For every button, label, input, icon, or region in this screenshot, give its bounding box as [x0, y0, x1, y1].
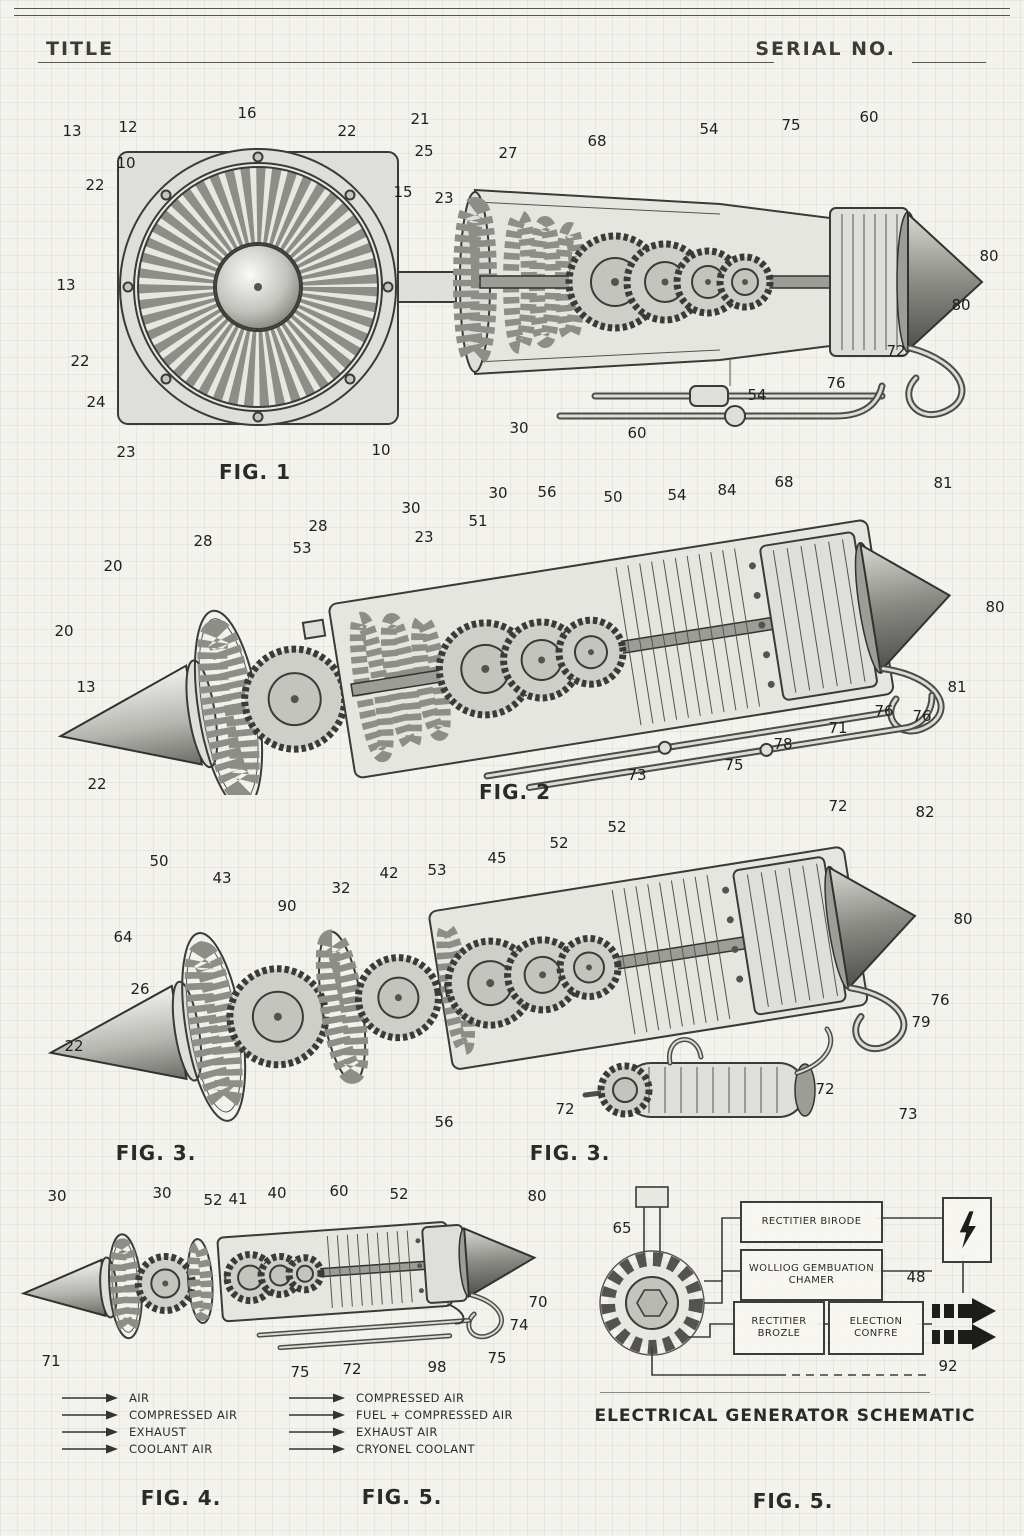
- generator-symbol: [599, 1186, 705, 1356]
- output-arrows: [932, 1298, 996, 1350]
- hex-nut: [636, 1289, 668, 1317]
- legend-arrow-icon: [62, 1393, 118, 1402]
- schematic-divider: [600, 1392, 930, 1393]
- pipe-loop: [466, 1292, 504, 1340]
- legend-label: COOLANT AIR: [129, 1441, 213, 1456]
- top-rule-2: [14, 15, 1010, 16]
- legend-arrow-icon: [289, 1444, 345, 1453]
- stator-disc: [315, 929, 369, 1084]
- legend-fig4: AIR COMPRESSED AIR EXHAUST COOLANT AIR: [60, 1390, 238, 1456]
- turbine-gears: [444, 934, 622, 1029]
- schematic-box-combustion-chamber: WOLLIOG GEMBUATION CHAMER: [740, 1249, 883, 1301]
- auxiliary-generator-unit: [582, 1026, 834, 1118]
- schematic-wires: [651, 1217, 964, 1376]
- schematic-title: ELECTRICAL GENERATOR SCHEMATIC: [594, 1406, 976, 1426]
- fuel-lines: [556, 360, 886, 427]
- caption-fig3-left: FIG. 3.: [115, 1141, 197, 1165]
- top-bracket: [301, 618, 327, 640]
- legend-item: CRYONEL COOLANT: [287, 1441, 513, 1456]
- legend-item: EXHAUST: [60, 1424, 237, 1439]
- sheet-title: TITLE: [46, 38, 115, 60]
- fig1-drawing: [30, 90, 990, 470]
- fig3-drawing: [25, 795, 995, 1145]
- legend-item: COMPRESSED AIR: [60, 1407, 238, 1422]
- fig2-drawing: [30, 475, 990, 810]
- engine-exploded-side-view: [47, 846, 917, 1122]
- serial-blank-line: [912, 62, 986, 63]
- schematic-wiring-svg: [599, 1186, 996, 1376]
- legend-fig5: COMPRESSED AIR FUEL + COMPRESSED AIR EXH…: [287, 1390, 513, 1456]
- caption-fig5-center: FIG. 5.: [361, 1485, 443, 1509]
- power-symbol-box: [942, 1197, 992, 1263]
- fan-front-view: [117, 148, 399, 426]
- connector-symbol: [635, 1186, 669, 1208]
- legend-arrow-icon: [289, 1427, 345, 1436]
- legend-label: AIR: [129, 1390, 150, 1405]
- nose-cone: [20, 1258, 107, 1318]
- drive-shaft: [397, 271, 457, 303]
- exhaust-cone: [859, 542, 952, 674]
- top-rule-1: [14, 8, 1010, 9]
- legend-item: COOLANT AIR: [60, 1441, 237, 1456]
- turbine-gears: [223, 1251, 325, 1305]
- exhaust-cone: [907, 211, 984, 353]
- pipe-loop: [846, 984, 908, 1053]
- legend-arrow-icon: [289, 1393, 345, 1402]
- legend-arrow-icon: [62, 1410, 118, 1419]
- legend-label: FUEL + COMPRESSED AIR: [356, 1407, 513, 1422]
- legend-label: CRYONEL COOLANT: [356, 1441, 475, 1456]
- schematic-box-rectifier-2: RECTITIER BROZLE: [733, 1301, 825, 1355]
- caption-fig1: FIG. 1: [219, 460, 291, 484]
- legend-label: EXHAUST AIR: [356, 1424, 438, 1439]
- title-underline: [38, 62, 774, 63]
- legend-item: AIR: [60, 1390, 237, 1405]
- nose-cone: [57, 664, 203, 766]
- turbine-gears: [565, 232, 774, 332]
- legend-item: EXHAUST AIR: [287, 1424, 513, 1439]
- fig4-drawing: [15, 1175, 560, 1390]
- fan-disc: [109, 1238, 141, 1335]
- legend-arrow-icon: [62, 1444, 118, 1453]
- nose-cone: [47, 984, 188, 1081]
- fig4-svg: [20, 1221, 537, 1351]
- legend-item: FUEL + COMPRESSED AIR: [287, 1407, 513, 1422]
- fig3-svg: [47, 846, 917, 1122]
- legend-label: COMPRESSED AIR: [356, 1390, 465, 1405]
- engine-assembly-side-view: [57, 519, 952, 810]
- caption-fig3-center: FIG. 3.: [529, 1141, 611, 1165]
- exhaust-cone: [463, 1226, 537, 1299]
- engine-cutaway-side-view: [397, 188, 984, 427]
- small-engine-side-view: [20, 1221, 537, 1351]
- legend-label: COMPRESSED AIR: [129, 1407, 238, 1422]
- fan-disc: [197, 619, 260, 800]
- caption-fig2: FIG. 2: [479, 780, 551, 804]
- legend-item: COMPRESSED AIR: [287, 1390, 513, 1405]
- serial-label: SERIAL NO.: [755, 38, 896, 60]
- fig1-svg: [117, 148, 984, 427]
- generator-schematic: RECTITIER BIRODE WOLLIOG GEMBUATION CHAM…: [580, 1185, 1010, 1400]
- legend-arrow-icon: [289, 1410, 345, 1419]
- lightning-bolt-icon: [959, 1211, 976, 1249]
- pipe-loop: [879, 665, 945, 735]
- turbine-gears: [435, 616, 627, 719]
- legend-arrow-icon: [62, 1427, 118, 1436]
- pipe-loop: [905, 344, 966, 418]
- legend-label: EXHAUST: [129, 1424, 187, 1439]
- fuel-lines: [256, 1302, 472, 1351]
- schematic-box-electron-control: ELECTION CONFRE: [828, 1301, 924, 1355]
- caption-fig5-right: FIG. 5.: [752, 1489, 834, 1513]
- fig2-svg: [57, 519, 952, 810]
- fuel-lines: [483, 691, 936, 791]
- schematic-box-rectifier-1: RECTITIER BIRODE: [740, 1201, 883, 1243]
- exhaust-cone: [828, 865, 917, 991]
- caption-fig4: FIG. 4.: [140, 1486, 222, 1510]
